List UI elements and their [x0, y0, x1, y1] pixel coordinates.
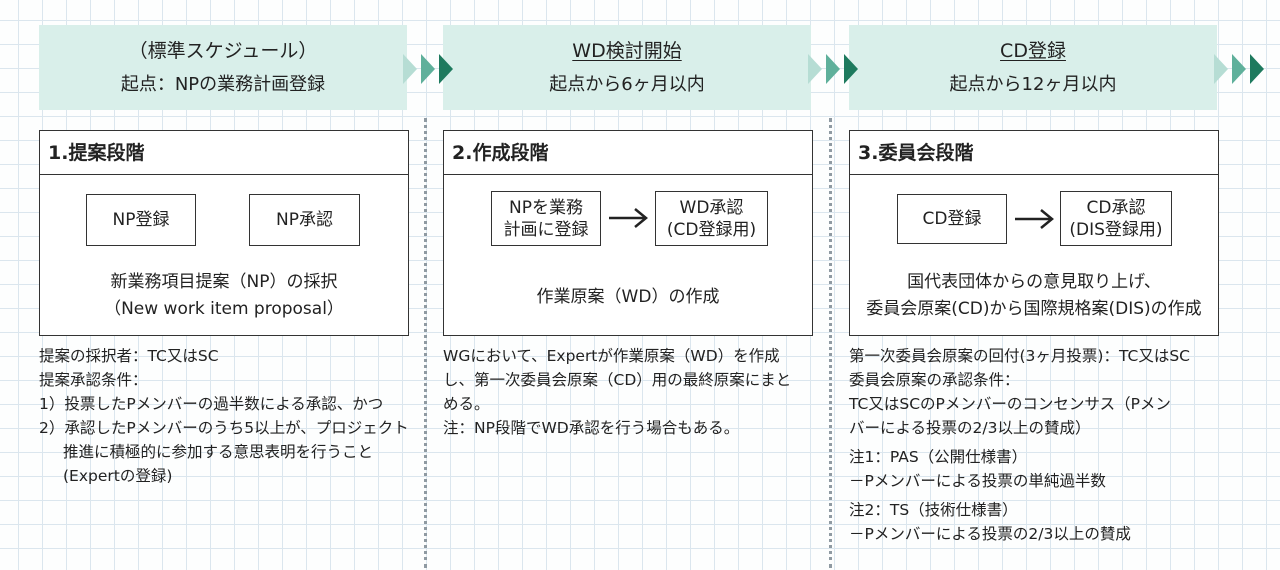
- note-line: める。: [443, 395, 490, 413]
- note-line: し、第一次委員会原案（CD）用の最終原案にまと: [443, 371, 792, 389]
- chevron-arrows-icon: [808, 54, 858, 84]
- header-title: （標準スケジュール）: [128, 40, 318, 62]
- stage-caption: 作業原案（WD）の作成: [444, 284, 812, 311]
- note-line: 第一次委員会原案の回付(3ヶ月投票)：TC又はSC: [849, 347, 1191, 365]
- header-wd-start: WD検討開始 起点から6ヶ月以内: [443, 25, 811, 110]
- box-label: CD承認: [1086, 197, 1146, 218]
- note-line: 2）承認したPメンバーのうち5以上が、プロジェクト: [39, 419, 409, 437]
- note-line: 注：NP段階でWD承認を行う場合もある。: [443, 419, 740, 437]
- note-line: －Pメンバーによる投票の単純過半数: [849, 472, 1106, 490]
- caption-line: （New work item proposal）: [104, 299, 344, 319]
- box-label: CD登録: [922, 209, 982, 229]
- wd-approval-box: WD承認 (CD登録用): [655, 191, 768, 246]
- header-cd-registration: CD登録 起点から12ヶ月以内: [849, 25, 1217, 110]
- chevron-arrows-icon: [403, 54, 453, 84]
- notes-proposal: 提案の採択者：TC又はSC 提案承認条件： 1）投票したPメンバーの過半数による…: [39, 344, 411, 488]
- column-divider: [829, 118, 832, 568]
- notes-committee: 第一次委員会原案の回付(3ヶ月投票)：TC又はSC 委員会原案の承認条件： TC…: [849, 344, 1221, 546]
- note-line: (Expertの登録): [63, 467, 173, 485]
- header-subtitle: 起点から12ヶ月以内: [949, 74, 1117, 95]
- box-label: 計画に登録: [503, 219, 589, 240]
- note-line: TC又はSCのPメンバーのコンセンサス（Pメン: [849, 395, 1171, 413]
- stage-proposal: 1.提案段階 NP登録 NP承認 新業務項目提案（NP）の採択 （New wor…: [39, 130, 409, 336]
- note-line: 委員会原案の承認条件：: [849, 371, 1020, 389]
- right-arrow-icon: [1015, 209, 1054, 229]
- note-line: 注2：TS（技術仕様書）: [849, 501, 1018, 519]
- header-subtitle: 起点から6ヶ月以内: [549, 74, 705, 95]
- note-line: －Pメンバーによる投票の2/3以上の賛成: [849, 525, 1131, 543]
- stage-heading: 3.委員会段階: [850, 131, 1218, 175]
- stage-heading: 2.作成段階: [444, 131, 812, 175]
- note-line: 提案承認条件：: [39, 371, 148, 389]
- box-label: (CD登録用): [666, 219, 757, 240]
- note-line: WGにおいて、Expertが作業原案（WD）を作成: [443, 347, 780, 365]
- stage-committee: 3.委員会段階 CD登録 CD承認 (DIS登録用) 国代表団体からの意見取り上…: [849, 130, 1219, 336]
- header-standard-schedule: （標準スケジュール） 起点：NPの業務計画登録: [39, 25, 407, 110]
- header-subtitle: 起点：NPの業務計画登録: [120, 74, 326, 95]
- caption-line: 国代表団体からの意見取り上げ、: [907, 272, 1161, 292]
- box-label: NPを業務: [509, 197, 583, 218]
- cd-approval-box: CD承認 (DIS登録用): [1060, 191, 1172, 246]
- box-label: WD承認: [679, 197, 744, 218]
- np-approval-box: NP承認: [249, 194, 360, 246]
- header-title-link[interactable]: WD検討開始: [572, 40, 682, 62]
- stage-heading: 1.提案段階: [40, 131, 408, 175]
- note-line: 注1：PAS（公開仕様書）: [849, 448, 1028, 466]
- box-label: NP登録: [112, 210, 170, 230]
- right-arrow-icon: [609, 208, 648, 228]
- note-line: バーによる投票の2/3以上の賛成）: [849, 419, 1091, 437]
- np-registration-box: NP登録: [86, 194, 196, 246]
- note-line: 提案の採択者：TC又はSC: [39, 347, 219, 365]
- notes-drafting: WGにおいて、Expertが作業原案（WD）を作成 し、第一次委員会原案（CD）…: [443, 344, 815, 440]
- np-work-plan-box: NPを業務 計画に登録: [491, 191, 601, 246]
- stage-drafting: 2.作成段階 NPを業務 計画に登録 WD承認 (CD登録用) 作業原案（WD）…: [443, 130, 813, 336]
- chevron-arrows-icon: [1214, 54, 1264, 84]
- box-label: (DIS登録用): [1069, 219, 1163, 240]
- note-line: 1）投票したPメンバーの過半数による承認、かつ: [39, 395, 384, 413]
- box-label: NP承認: [276, 210, 333, 230]
- column-divider: [424, 118, 427, 568]
- cd-registration-box: CD登録: [897, 194, 1007, 244]
- caption-line: 新業務項目提案（NP）の採択: [110, 272, 338, 292]
- note-line: 推進に積極的に参加する意思表明を行うこと: [63, 443, 374, 461]
- stage-caption: 新業務項目提案（NP）の採択 （New work item proposal）: [40, 269, 408, 323]
- caption-line: 作業原案（WD）の作成: [536, 287, 720, 307]
- stage-caption: 国代表団体からの意見取り上げ、 委員会原案(CD)から国際規格案(DIS)の作成: [850, 269, 1218, 323]
- header-title-link[interactable]: CD登録: [1000, 40, 1066, 62]
- caption-line: 委員会原案(CD)から国際規格案(DIS)の作成: [866, 299, 1202, 319]
